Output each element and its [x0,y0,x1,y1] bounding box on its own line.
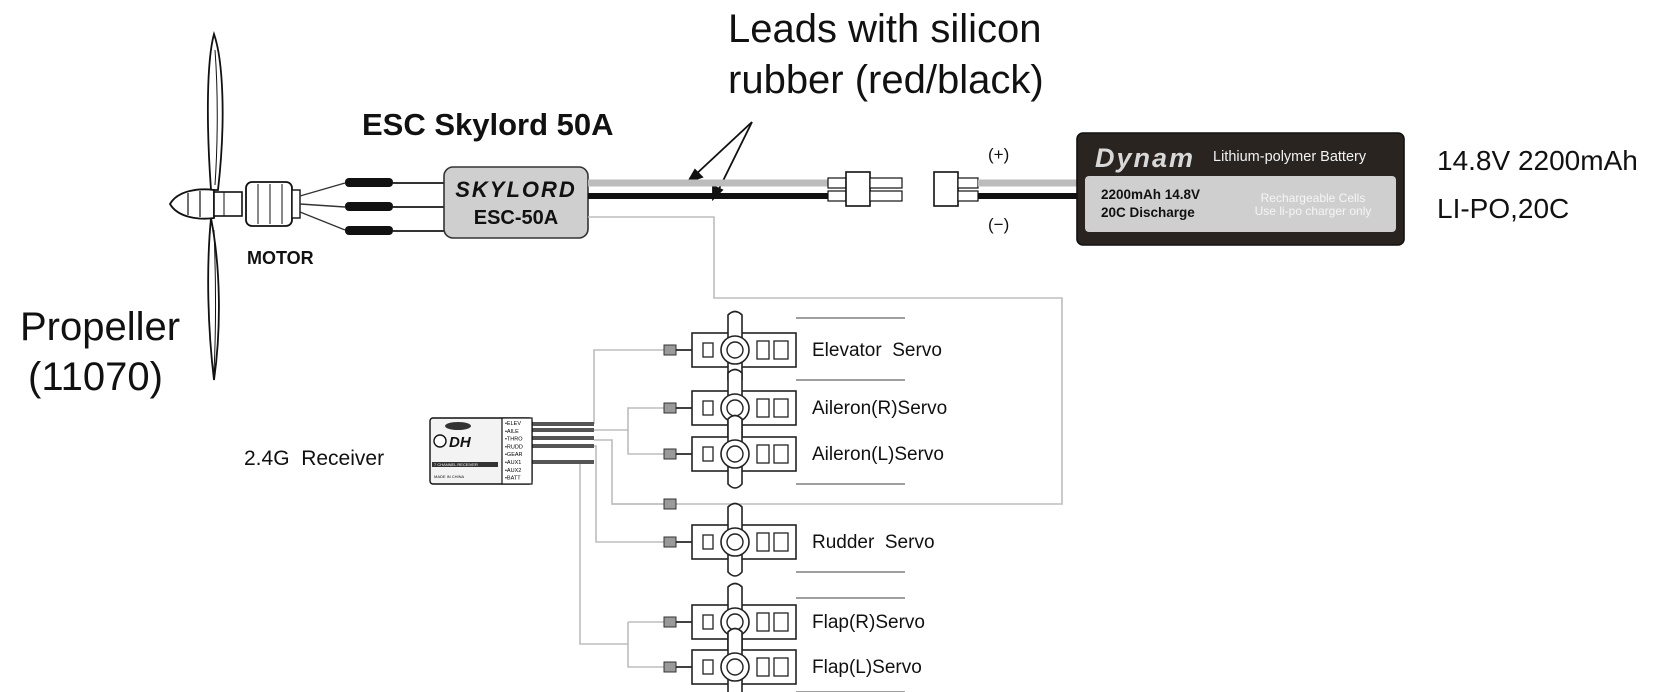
motor-label: MOTOR [247,248,314,268]
leads-label-line2: rubber (red/black) [728,58,1044,102]
leads-label-line1: Leads with silicon [728,7,1042,51]
receiver-label: 2.4G Receiver [244,447,384,470]
receiver-channel-label: •AUX1 [505,460,521,466]
esc-brand: SKYLORD [455,177,577,202]
battery-spec-line1: 14.8V 2200mAh [1437,145,1638,176]
receiver-unit: DH 7 CHANNEL RECEIVER MADE IN CHINA •ELE… [429,417,533,485]
receiver-channel-label: •ELEV [505,421,521,427]
receiver-channel-label: •AILE [505,429,519,435]
servo-icon [691,310,797,385]
servo-label: Flap(L)Servo [812,657,922,678]
receiver-band: 7 CHANNEL RECEIVER [434,462,478,467]
minus-label: (−) [988,215,1009,234]
receiver-channel-label: •AUX2 [505,468,521,474]
power-leads [588,179,844,199]
servo-icon [691,582,797,657]
motor-wires [299,178,444,235]
esc-title: ESC Skylord 50A [362,107,614,142]
leads-arrows [685,121,753,202]
propeller-label-line1: Propeller [20,305,180,349]
receiver-channel-label: •BATT [505,476,521,482]
receiver-logo: DH [449,434,472,451]
receiver-channel-label: •GEAR [505,452,523,458]
plus-label: (+) [988,145,1009,164]
servo-label: Flap(R)Servo [812,612,925,633]
servo-icon [691,414,797,489]
battery-spec-line2: LI-PO,20C [1437,193,1569,224]
battery-type: Lithium-polymer Battery [1213,149,1367,165]
propeller-label-line2: (11070) [28,355,163,399]
servo-icon [691,368,797,443]
servo-label: Aileron(L)Servo [812,444,944,465]
servo-icon [691,627,797,692]
receiver-channel-label: •RUDD [505,444,523,450]
esc-connector-icon [827,171,903,207]
servo-icon [691,502,797,577]
battery-note-line1: Rechargeable Cells [1261,191,1366,205]
signal-wires [532,216,1063,692]
servo-label: Aileron(R)Servo [812,398,947,419]
battery-capacity-line1: 2200mAh 14.8V [1101,187,1200,202]
receiver-channel-label: •THRO [505,437,523,443]
servo-plugs [663,344,692,673]
esc-unit: SKYLORD ESC-50A [443,166,589,239]
battery-note-line2: Use li-po charger only [1255,204,1372,218]
propeller-icon [168,30,243,381]
esc-model: ESC-50A [474,207,558,229]
battery-capacity-line2: 20C Discharge [1101,205,1195,220]
servo-group: Elevator ServoAileron(R)ServoAileron(L)S… [691,310,947,692]
battery-unit: Dynam Lithium-polymer Battery 2200mAh 14… [1076,132,1405,246]
battery-brand: Dynam [1095,143,1195,173]
motor-icon [245,181,301,227]
battery-connector-icon [933,171,1078,207]
receiver-made-in: MADE IN CHINA [434,474,465,479]
servo-label: Rudder Servo [812,532,935,553]
servo-label: Elevator Servo [812,340,942,361]
